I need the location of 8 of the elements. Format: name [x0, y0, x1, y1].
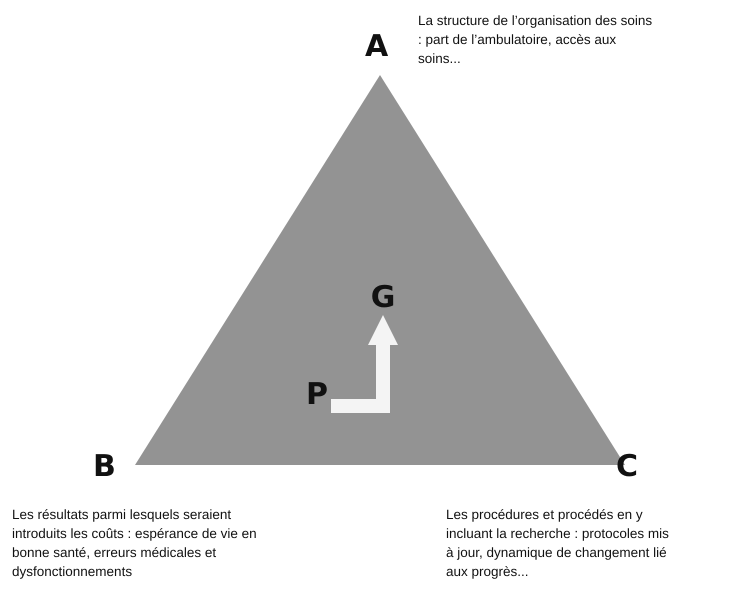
vertex-letter: C: [616, 450, 638, 484]
vertex-letter: G: [368, 281, 398, 315]
vertex-letter: A: [365, 30, 388, 64]
vertex-letter: P: [305, 378, 329, 412]
description-text: La structure de l’organisation des soins : part de l’ambulatoire, accès aux soins...: [418, 12, 654, 68]
vertex-letter: B: [93, 450, 116, 484]
description-text: Les résultats parmi lesquels seraient introduits les coûts : espérance de vie en bonne santé, erreurs médicales et dysfonctionnements: [12, 506, 258, 581]
description-text: Les procédures et procédés en y incluant la recherche : protocoles mis à jour, dynamique de changement lié aux progrès...: [446, 506, 670, 581]
